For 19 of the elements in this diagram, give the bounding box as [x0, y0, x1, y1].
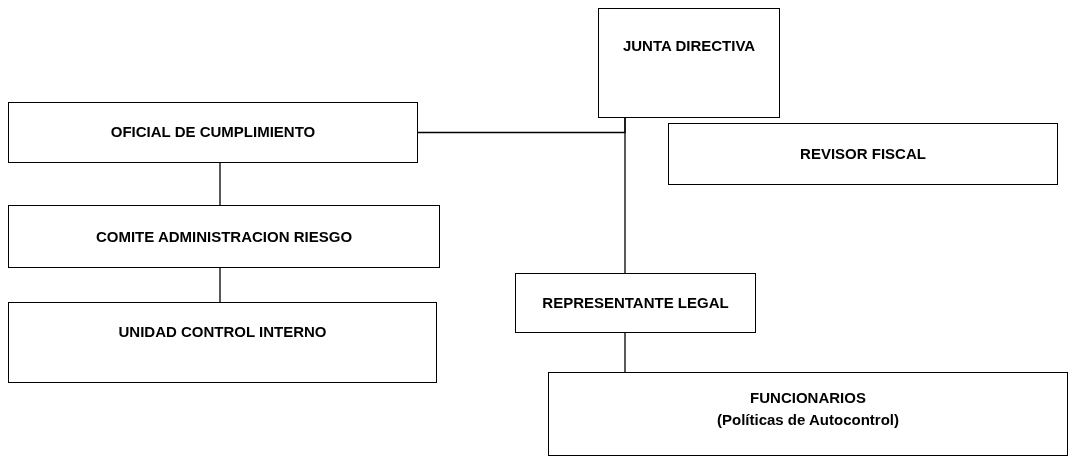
org-box — [548, 372, 1068, 456]
org-box — [598, 8, 780, 118]
box-label: REVISOR FISCAL — [799, 144, 927, 164]
box-label: (Políticas de Autocontrol) — [716, 410, 900, 430]
org-box — [668, 123, 1058, 185]
box-label: FUNCIONARIOS — [749, 388, 867, 408]
box-label: UNIDAD CONTROL INTERNO — [117, 322, 328, 342]
connector-line — [417, 117, 626, 134]
box-label: JUNTA DIRECTIVA — [621, 36, 757, 56]
connector-line — [624, 332, 626, 373]
box-label: COMITE ADMINISTRACION RIESGO — [94, 227, 354, 247]
org-box — [8, 302, 437, 383]
box-label: REPRESENTANTE LEGAL — [541, 293, 730, 313]
org-box — [8, 205, 440, 268]
org-box — [8, 102, 418, 163]
org-box — [515, 273, 756, 333]
box-label: OFICIAL DE CUMPLIMIENTO — [109, 122, 317, 142]
connector-line — [219, 162, 221, 206]
connector-line — [219, 267, 221, 303]
